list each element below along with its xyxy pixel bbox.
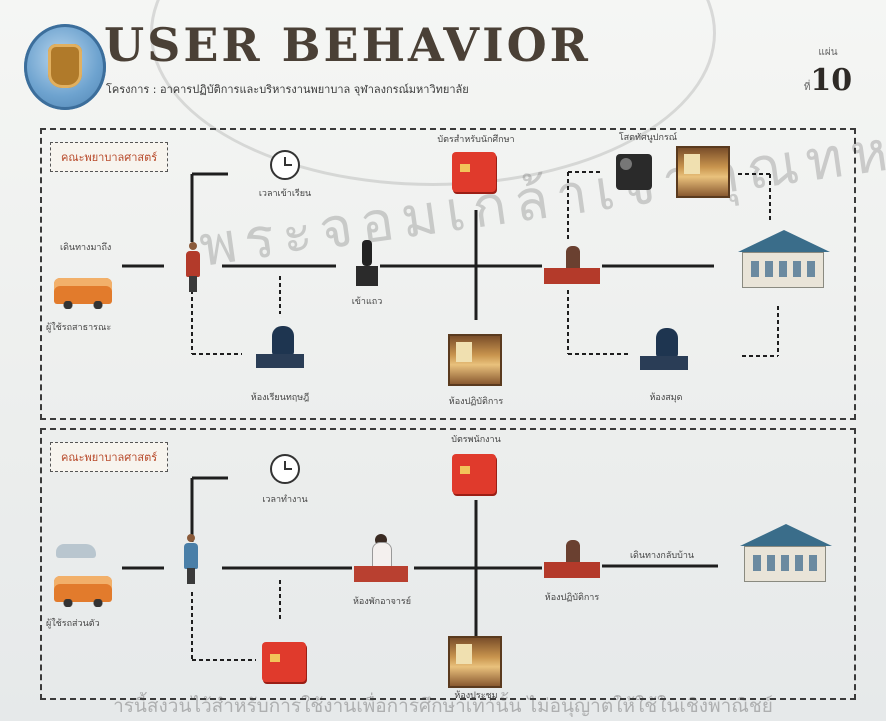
behavior-panel-bottom: คณะพยาบาลศาสตร์ ผู้ใช้รถส่วนตัว xyxy=(40,428,856,701)
receptionist-icon xyxy=(354,534,408,586)
lab-desk-icon xyxy=(544,540,600,580)
page-title: USER BEHAVIOR xyxy=(104,18,591,72)
person-head xyxy=(189,242,197,250)
caption-office-mid: ห้องปฏิบัติการ xyxy=(448,397,504,407)
car-icon xyxy=(56,544,96,558)
caption-desk-right: ห้องสมุด xyxy=(649,393,683,403)
caption-card-top: บัตรสำหรับนักศึกษา xyxy=(437,135,515,145)
desk-worker-icon xyxy=(256,326,304,372)
caption-desk-left-bottom: ห้องพักอาจารย์ xyxy=(352,597,412,607)
id-card-icon xyxy=(452,152,496,192)
caption-lab-mid: ห้องปฏิบัติการ xyxy=(544,593,600,603)
statue-base xyxy=(356,266,378,286)
caption-clock-bottom: เวลาทำงาน xyxy=(262,495,308,505)
caption-house-path: เดินทางกลับบ้าน xyxy=(629,551,695,561)
caption-transport-bottom: ผู้ใช้รถส่วนตัว xyxy=(46,619,100,629)
caption-transport: ผู้ใช้รถสาธารณะ xyxy=(46,323,112,333)
footer-watermark: ารนี้สงวนไว้สำหรับการใช้งานเพื่อการศึกษา… xyxy=(113,695,773,717)
film-camera-icon xyxy=(616,154,652,190)
librarian-desk-icon xyxy=(640,328,688,374)
clock-icon xyxy=(270,454,300,484)
university-logo xyxy=(24,24,106,110)
person-body xyxy=(184,543,198,569)
lab-table xyxy=(544,562,600,578)
lab-person xyxy=(566,540,580,564)
caption-card-bottom: บัตรพนักงาน xyxy=(451,435,501,445)
staff-person-icon xyxy=(184,534,198,584)
receptionist-desk xyxy=(354,566,408,582)
crest-icon xyxy=(48,44,82,88)
project-subtitle: โครงการ : อาคารปฏิบัติการและบริหารงานพยา… xyxy=(106,83,469,96)
caption-media: โสตทัศนูปกรณ์ xyxy=(618,133,678,143)
caption-desk-left: ห้องเรียนทฤษฎี xyxy=(250,393,310,403)
bus-icon xyxy=(54,278,112,309)
panel-label-bottom: คณะพยาบาลศาสตร์ xyxy=(50,442,169,472)
flow-lines-bottom xyxy=(122,476,718,661)
person-body xyxy=(186,251,200,277)
office-room-icon xyxy=(448,636,502,688)
lab-table xyxy=(544,268,600,284)
caption-office-bottom: ห้องประชุม xyxy=(454,691,498,701)
desk-worker-figure xyxy=(272,326,294,356)
person-legs xyxy=(187,568,195,584)
person-legs xyxy=(189,276,197,292)
flow-lines-top xyxy=(122,171,779,357)
person-head xyxy=(187,534,195,542)
student-person-icon xyxy=(186,242,200,292)
office-room-icon xyxy=(676,146,730,198)
id-card-icon xyxy=(452,454,496,494)
page-number: แผ่นที่10 xyxy=(796,28,860,98)
caption-statue: เข้าแถว xyxy=(351,297,383,307)
librarian-figure xyxy=(656,328,678,358)
office-room-icon xyxy=(448,334,502,386)
librarian-desk xyxy=(640,356,688,370)
house-wall xyxy=(742,252,824,288)
house-roof xyxy=(738,230,830,252)
page-number-prefix: แผ่นที่ xyxy=(803,47,838,93)
house-icon xyxy=(734,524,834,586)
house-wall xyxy=(744,546,826,582)
behavior-panel-top: คณะพยาบาลศาสตร์ xyxy=(40,128,856,420)
desk-worker-desk xyxy=(256,354,304,368)
clock-icon xyxy=(270,150,300,180)
id-card-icon xyxy=(262,642,306,682)
caption-clock: เวลาเข้าเรียน xyxy=(258,189,312,199)
lab-person xyxy=(566,246,580,270)
house-roof xyxy=(740,524,832,546)
page-number-value: 10 xyxy=(810,63,853,98)
panel-label-top: คณะพยาบาลศาสตร์ xyxy=(50,142,169,172)
caption-start: เดินทางมาถึง xyxy=(60,243,112,253)
statue-figure xyxy=(362,240,372,266)
bus-icon xyxy=(54,576,112,607)
lab-desk-icon xyxy=(544,246,600,286)
statue-icon xyxy=(356,240,378,288)
house-icon xyxy=(732,230,832,292)
